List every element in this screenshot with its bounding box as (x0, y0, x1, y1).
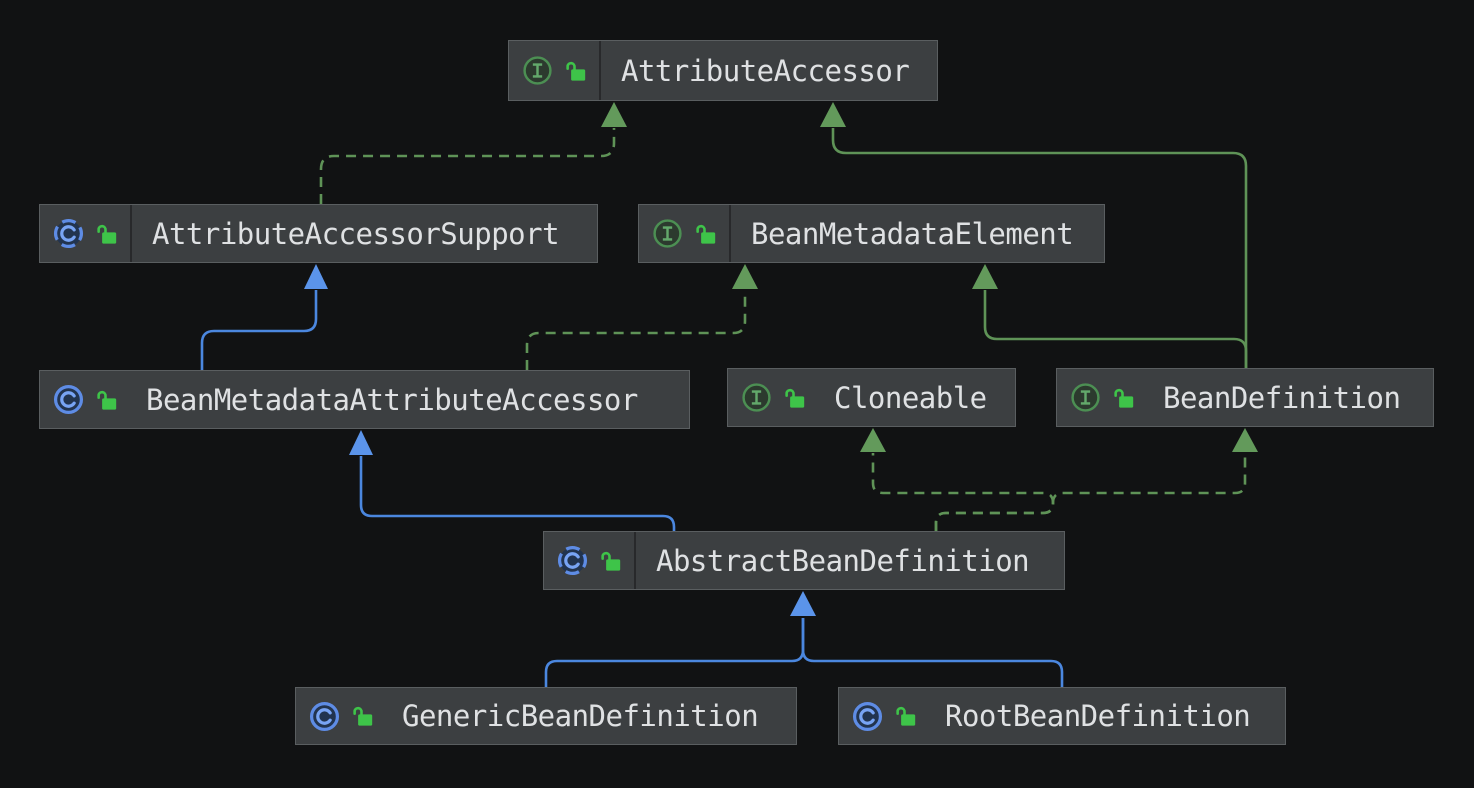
edge-abstractbeandefinition-implements-cloneable[interactable] (860, 428, 1055, 531)
arrowhead-to-beanmetadataelement-right (972, 264, 998, 289)
interface-icon (522, 55, 553, 86)
class-icon (309, 701, 340, 732)
edge-attributeaccessorsupport-implements-attributeaccessor[interactable] (319, 102, 627, 204)
edge-abstractbeandefinition-implements-beandefinition[interactable] (934, 428, 1258, 531)
edge-rootbeandefinition-extends-abstractbeandefinition[interactable] (801, 618, 1064, 687)
node-beandefinition[interactable]: BeanDefinition (1056, 368, 1434, 427)
edge-genericbeandefinition-extends-abstractbeandefinition[interactable] (544, 591, 816, 687)
abstract-class-icon (53, 218, 84, 249)
interface-icon (741, 382, 772, 413)
node-label: RootBeanDefinition (945, 699, 1251, 733)
node-attributeaccessorsupport[interactable]: AttributeAccessorSupport (39, 204, 598, 263)
arrowhead-to-attributeaccessorsupport (304, 264, 328, 289)
node-label: Cloneable (834, 380, 987, 415)
arrowhead-to-beandefinition (1232, 428, 1258, 452)
edge-beanmetadataattributeaccessor-extends-attributeaccessorsupport[interactable] (200, 264, 328, 370)
arrowhead-to-abstractbeandefinition (790, 591, 816, 616)
edge-abstractbeandefinition-extends-beanmetadataattributeaccessor[interactable] (349, 430, 676, 531)
arrowhead-to-beanmetadataelement-left (732, 264, 758, 289)
node-genericbeandefinition[interactable]: GenericBeanDefinition (295, 687, 797, 745)
node-label: BeanDefinition (1163, 380, 1401, 415)
unlocked-icon (891, 702, 918, 730)
node-divider (634, 532, 636, 589)
node-label: AttributeAccessorSupport (152, 216, 560, 251)
node-label: BeanMetadataAttributeAccessor (146, 382, 638, 417)
node-label: AttributeAccessor (621, 53, 910, 88)
node-label: AbstractBeanDefinition (656, 543, 1030, 578)
unlocked-icon (691, 220, 718, 248)
edge-beandefinition-extends-beanmetadataelement[interactable] (972, 264, 1248, 368)
unlocked-icon (780, 384, 807, 412)
arrowhead-to-attributeaccessor-right (820, 102, 846, 127)
node-icon-zone (544, 532, 634, 589)
node-divider (599, 41, 601, 100)
node-icon-zone (1057, 369, 1147, 426)
unlocked-icon (596, 547, 623, 575)
node-attributeaccessor[interactable]: AttributeAccessor (508, 40, 938, 101)
arrowhead-to-beanmetadataattributeaccessor (349, 430, 373, 455)
class-icon (852, 701, 883, 732)
node-icon-zone (296, 688, 386, 744)
node-icon-zone (728, 369, 818, 426)
unlocked-icon (1109, 384, 1136, 412)
unlocked-icon (92, 220, 119, 248)
node-icon-zone (839, 688, 929, 744)
node-label: BeanMetadataElement (751, 216, 1074, 251)
node-icon-zone (639, 205, 729, 262)
class-icon (53, 384, 84, 415)
node-icon-zone (509, 41, 599, 100)
node-abstractbeandefinition[interactable]: AbstractBeanDefinition (543, 531, 1065, 590)
unlocked-icon (561, 57, 588, 85)
node-rootbeandefinition[interactable]: RootBeanDefinition (838, 687, 1286, 745)
node-beanmetadataelement[interactable]: BeanMetadataElement (638, 204, 1105, 263)
edge-beandefinition-extends-attributeaccessor[interactable] (820, 102, 1248, 368)
node-cloneable[interactable]: Cloneable (727, 368, 1016, 427)
node-divider (729, 205, 731, 262)
node-beanmetadataattributeaccessor[interactable]: BeanMetadataAttributeAccessor (39, 370, 690, 429)
unlocked-icon (348, 702, 375, 730)
node-icon-zone (40, 205, 130, 262)
interface-icon (652, 218, 683, 249)
node-label: GenericBeanDefinition (402, 699, 759, 733)
arrowhead-to-attributeaccessor-left (601, 102, 627, 127)
interface-icon (1070, 382, 1101, 413)
node-icon-zone (40, 371, 130, 428)
arrowhead-to-cloneable (860, 428, 886, 452)
node-divider (130, 205, 132, 262)
abstract-class-icon (557, 545, 588, 576)
edge-beanmetadataattributeaccessor-implements-beanmetadataelement[interactable] (525, 264, 758, 370)
unlocked-icon (92, 386, 119, 414)
